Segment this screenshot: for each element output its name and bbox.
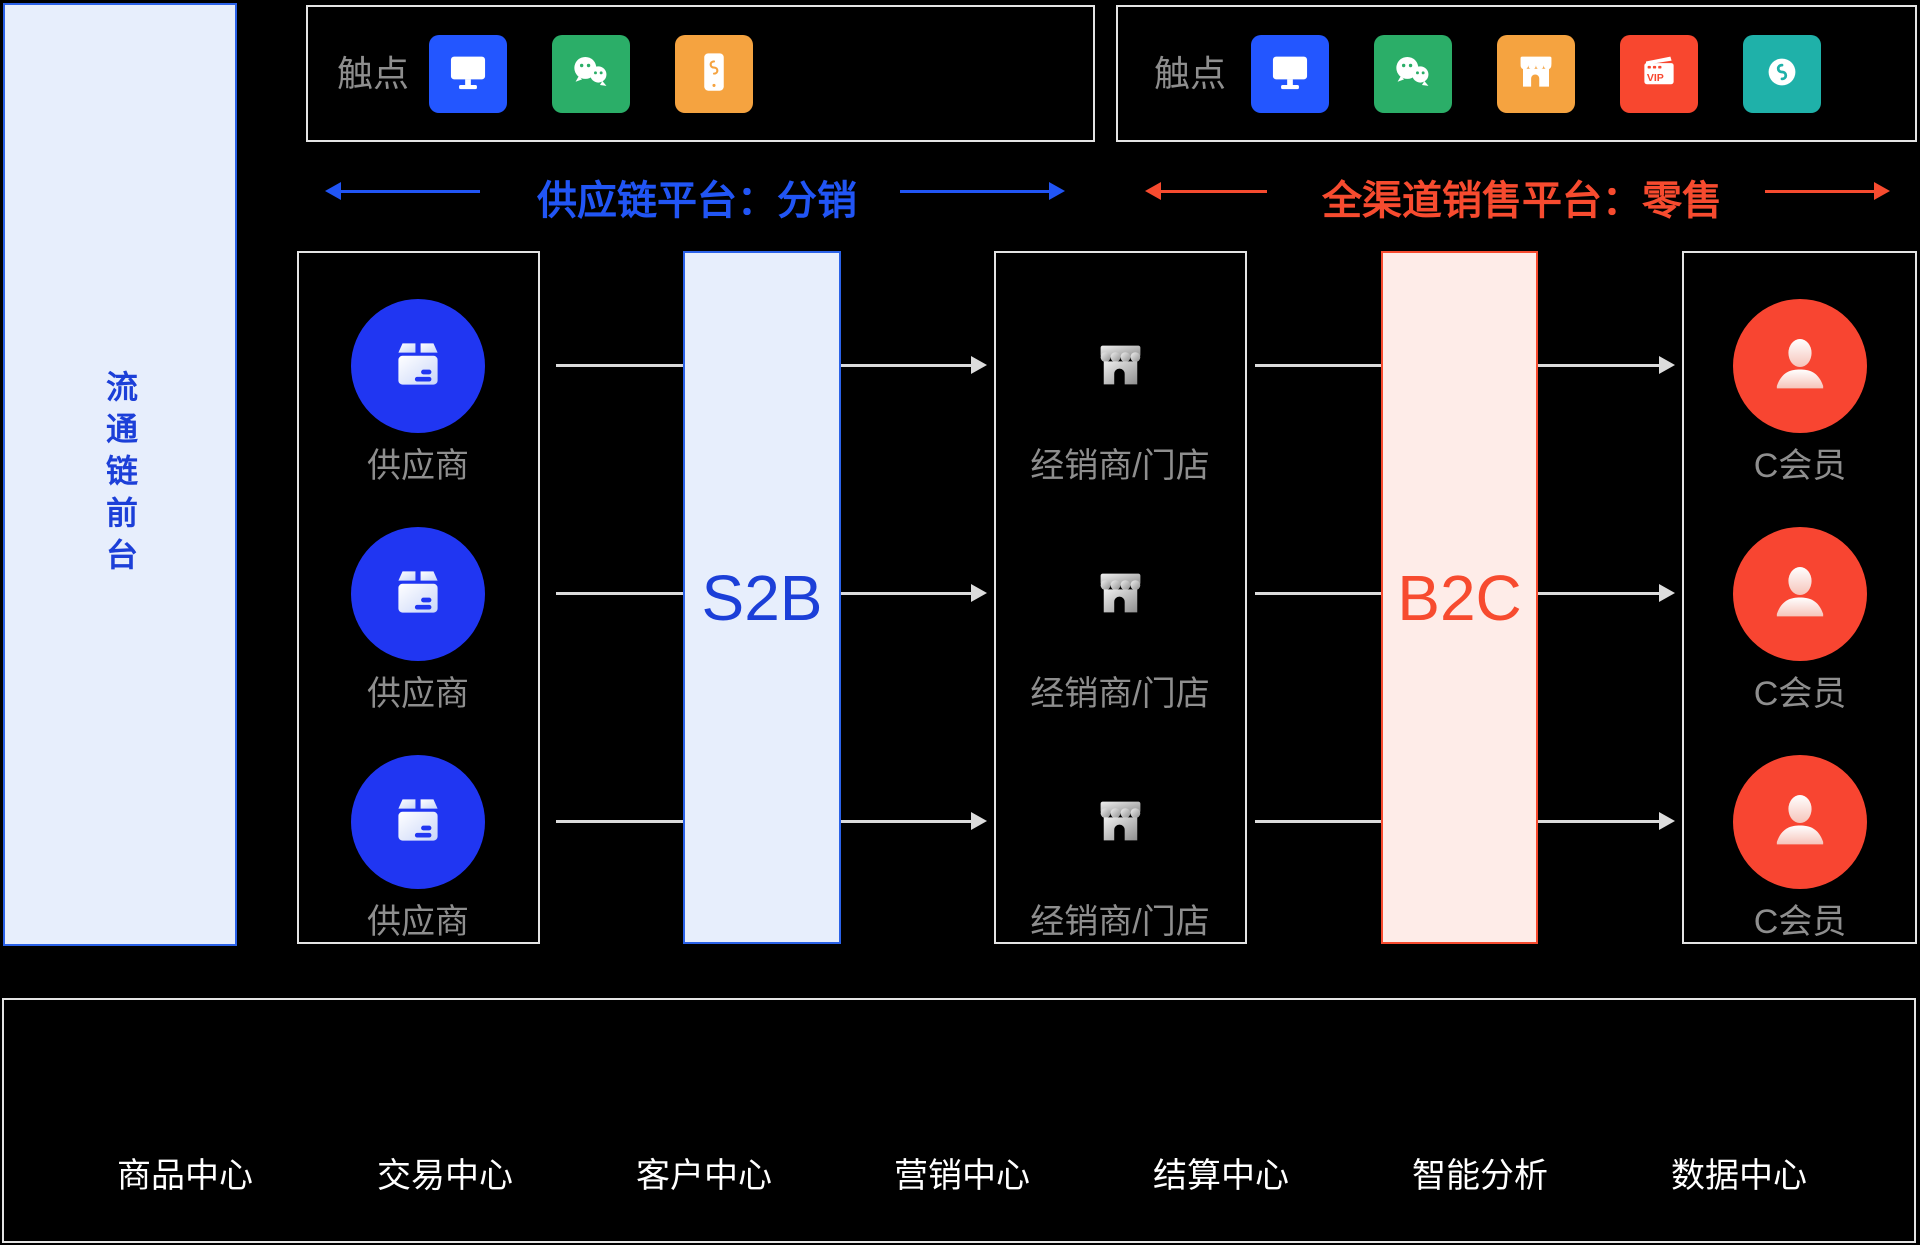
arrow-left-icon xyxy=(1145,182,1161,200)
connector-line xyxy=(1538,592,1660,595)
supplier-node xyxy=(351,299,485,433)
connector-line xyxy=(556,592,683,595)
arrow-right-icon xyxy=(971,584,987,602)
connector-line xyxy=(1538,364,1660,367)
touchpoint-tile-wechat xyxy=(1374,35,1452,113)
touchpoint-tile-desktop xyxy=(429,35,507,113)
flow-line xyxy=(1159,190,1267,193)
dealer-label: 经销商/门店 xyxy=(1030,675,1210,713)
mini-program-icon xyxy=(1756,46,1808,103)
dealer-node xyxy=(1087,788,1154,860)
s2b-platform-box: S2B xyxy=(683,251,841,944)
b2c-label: B2C xyxy=(1397,561,1522,634)
storefront-icon xyxy=(1087,345,1154,403)
vip-card-icon: VIP xyxy=(1633,46,1685,103)
arrow-right-icon xyxy=(1659,812,1675,830)
supply-chain-platform-label: 供应链平台：分销 xyxy=(537,179,857,223)
supplier-label: 供应商 xyxy=(367,903,469,941)
dealer-node xyxy=(1087,560,1154,632)
desktop-icon xyxy=(1264,46,1316,103)
person-icon xyxy=(1761,781,1839,864)
arrow-right-icon xyxy=(1659,356,1675,374)
member-node xyxy=(1733,299,1867,433)
wechat-icon xyxy=(565,46,617,103)
connector-line xyxy=(841,592,972,595)
touchpoint-panel-right: 触点 xyxy=(1116,5,1917,142)
member-label: C会员 xyxy=(1753,447,1847,485)
center-item-analytics: 智能分析 xyxy=(1412,1157,1548,1195)
flow-line xyxy=(339,190,480,193)
circulation-front-panel: 流通链前台 xyxy=(3,3,237,946)
wechat-icon xyxy=(1387,46,1439,103)
member-node xyxy=(1733,527,1867,661)
arrow-right-icon xyxy=(1049,182,1065,200)
supplier-node xyxy=(351,755,485,889)
dealer-label: 经销商/门店 xyxy=(1030,903,1210,941)
connector-line xyxy=(841,364,972,367)
center-item-goods: 商品中心 xyxy=(117,1157,253,1195)
member-label: C会员 xyxy=(1753,903,1847,941)
touchpoint-tile-desktop xyxy=(1251,35,1329,113)
flow-line xyxy=(1765,190,1875,193)
package-box-icon xyxy=(385,787,451,858)
connector-line xyxy=(841,820,972,823)
center-item-customer: 客户中心 xyxy=(636,1157,772,1195)
center-item-marketing: 营销中心 xyxy=(894,1157,1030,1195)
mobile-app-icon xyxy=(688,46,740,103)
center-item-data: 数据中心 xyxy=(1671,1157,1807,1195)
touchpoint-panel-left: 触点 xyxy=(306,5,1095,142)
center-item-trade: 交易中心 xyxy=(377,1157,513,1195)
dealer-node xyxy=(1087,332,1154,404)
desktop-icon xyxy=(442,46,494,103)
supplier-label: 供应商 xyxy=(367,447,469,485)
supplier-node xyxy=(351,527,485,661)
member-label: C会员 xyxy=(1753,675,1847,713)
connector-line xyxy=(1255,820,1381,823)
connector-line xyxy=(1255,592,1381,595)
arrow-right-icon xyxy=(971,356,987,374)
connector-line xyxy=(556,820,683,823)
touchpoint-label: 触点 xyxy=(337,53,410,94)
touchpoint-tile-vip-card: VIP xyxy=(1620,35,1698,113)
omni-channel-platform-label: 全渠道销售平台：零售 xyxy=(1322,179,1722,223)
arrow-left-icon xyxy=(325,182,341,200)
touchpoint-label: 触点 xyxy=(1154,53,1227,94)
member-node xyxy=(1733,755,1867,889)
s2b-label: S2B xyxy=(701,561,823,634)
circulation-front-title: 流通链前台 xyxy=(102,369,138,580)
storefront-icon xyxy=(1087,573,1154,631)
member-box xyxy=(1682,251,1917,944)
connector-line xyxy=(556,364,683,367)
touchpoint-tile-mobile-app xyxy=(675,35,753,113)
connector-line xyxy=(1255,364,1381,367)
center-item-settlement: 结算中心 xyxy=(1153,1157,1289,1195)
dealer-label: 经销商/门店 xyxy=(1030,447,1210,485)
middle-platform-bar: 商品中心 交易中心 客户中心 营销中心 结算中心 智能分析 数据中心 xyxy=(2,998,1916,1243)
person-icon xyxy=(1761,325,1839,408)
svg-text:VIP: VIP xyxy=(1647,71,1664,83)
person-icon xyxy=(1761,553,1839,636)
dealer-box xyxy=(994,251,1247,944)
touchpoint-tile-wechat xyxy=(552,35,630,113)
supplier-label: 供应商 xyxy=(367,675,469,713)
flow-line xyxy=(900,190,1050,193)
arrow-right-icon xyxy=(1874,182,1890,200)
arrow-right-icon xyxy=(971,812,987,830)
connector-line xyxy=(1538,820,1660,823)
touchpoint-tile-mini-program xyxy=(1743,35,1821,113)
b2c-platform-box: B2C xyxy=(1381,251,1538,944)
package-box-icon xyxy=(385,559,451,630)
store-icon xyxy=(1510,46,1562,103)
storefront-icon xyxy=(1087,801,1154,859)
supplier-box xyxy=(297,251,540,944)
touchpoint-tile-store xyxy=(1497,35,1575,113)
arrow-right-icon xyxy=(1659,584,1675,602)
package-box-icon xyxy=(385,331,451,402)
